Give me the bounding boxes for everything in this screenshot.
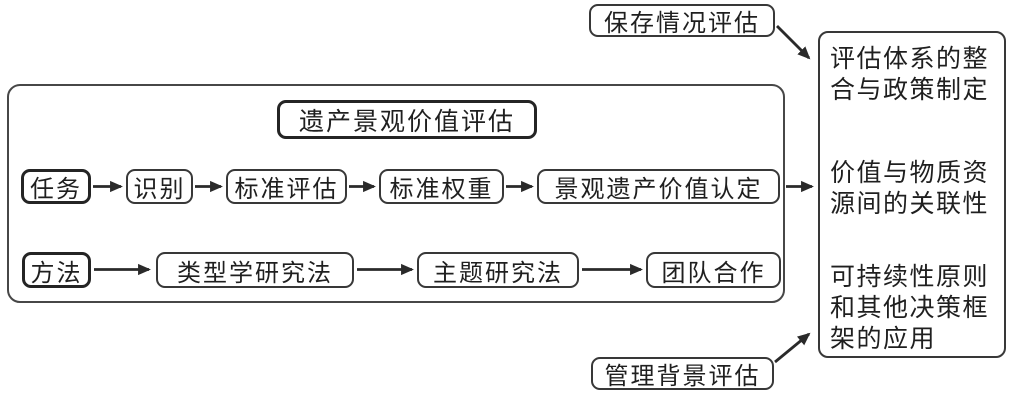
- management-context-label: 管理背景评估: [604, 362, 761, 390]
- task-label-box: 任务: [21, 169, 91, 204]
- method-step-teamwork: 团队合作: [646, 252, 781, 288]
- method-step-theme-label: 主题研究法: [433, 258, 563, 287]
- method-label-box: 方法: [22, 252, 91, 288]
- task-step-identify-label: 识别: [133, 175, 186, 203]
- outcome-sustainability-frameworks: 可持续性原则和其他决策框架的应用: [830, 262, 990, 353]
- group-title-box: 遗产景观价值评估: [277, 100, 537, 139]
- task-step-identify: 识别: [126, 169, 193, 204]
- group-title-label: 遗产景观价值评估: [298, 106, 515, 136]
- arrow-management-to-outcomes: [774, 332, 811, 364]
- method-step-theme: 主题研究法: [417, 252, 579, 288]
- outcomes-box: 评估体系的整合与政策制定 价值与物质资源间的关联性 可持续性原则和其他决策框架的…: [818, 31, 1006, 358]
- management-context-box: 管理背景评估: [591, 357, 774, 390]
- method-step-teamwork-label: 团队合作: [661, 258, 766, 287]
- task-step-criteria-weight-label: 标准权重: [389, 175, 494, 203]
- task-step-criteria-evaluation-label: 标准评估: [234, 175, 339, 203]
- method-label: 方法: [30, 258, 83, 287]
- outcome-policy-integration: 评估体系的整合与政策制定: [830, 44, 990, 104]
- task-step-value-recognition-label: 景观遗产价值认定: [554, 175, 763, 203]
- task-step-criteria-evaluation: 标准评估: [226, 169, 347, 204]
- method-step-typology-label: 类型学研究法: [177, 258, 333, 287]
- task-step-value-recognition: 景观遗产价值认定: [537, 169, 780, 204]
- task-step-criteria-weight: 标准权重: [379, 169, 504, 204]
- method-step-typology: 类型学研究法: [156, 252, 354, 288]
- outcome-value-material-link: 价值与物质资源间的关联性: [830, 158, 990, 218]
- arrow-conservation-to-outcomes: [776, 25, 811, 60]
- conservation-status-label: 保存情况评估: [604, 9, 760, 37]
- conservation-status-box: 保存情况评估: [589, 4, 775, 37]
- task-label: 任务: [30, 175, 82, 203]
